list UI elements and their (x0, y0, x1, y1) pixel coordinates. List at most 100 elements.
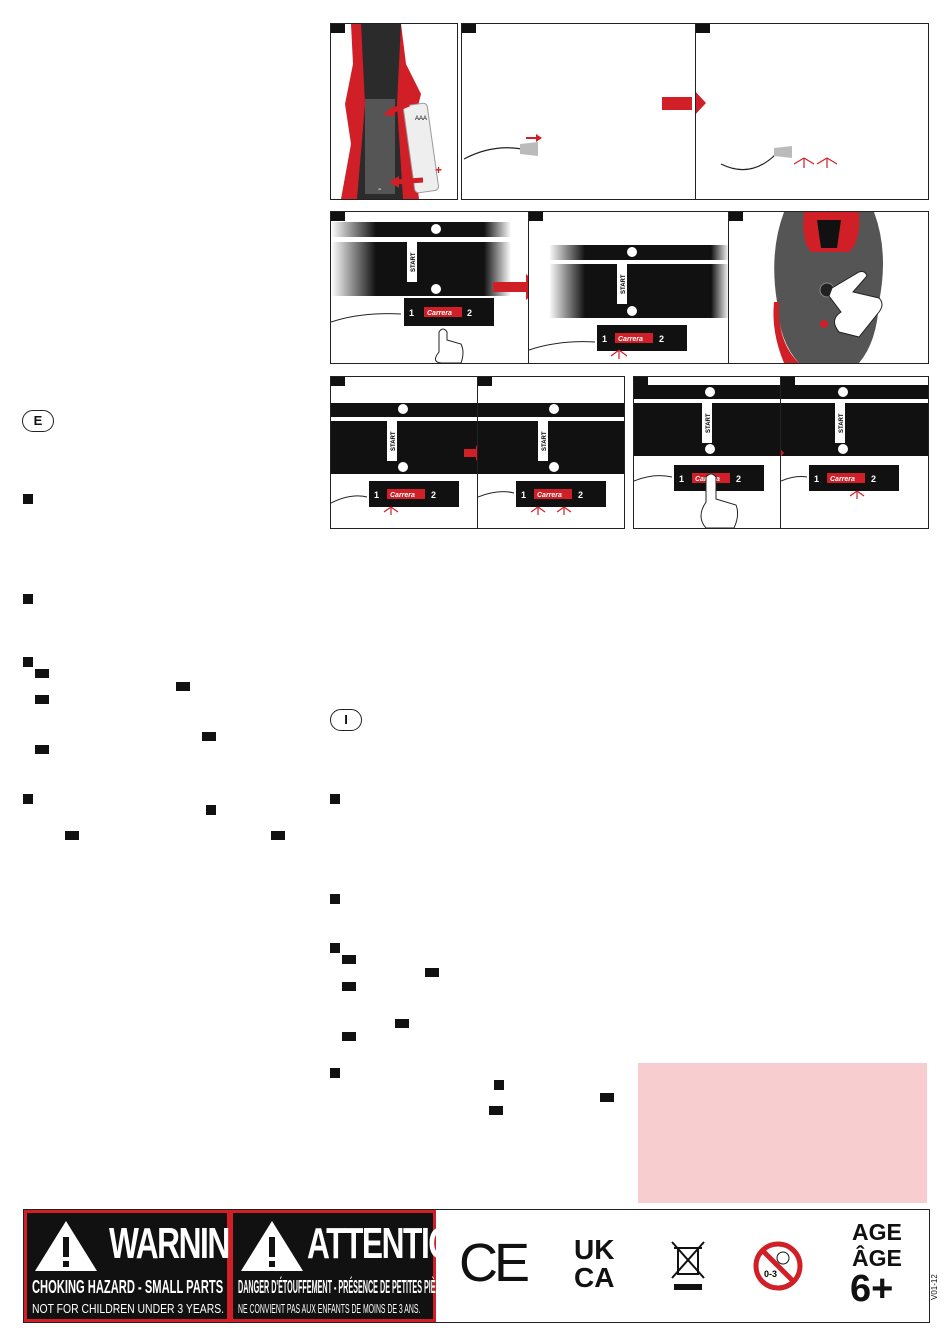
arrow-right-icon (781, 449, 784, 457)
brand-logo: Carrera (427, 310, 452, 317)
lane-one-label: 1 (679, 474, 684, 484)
led-glow-icon (610, 349, 628, 359)
figure-number-tag (331, 377, 345, 386)
section-bullet (330, 943, 340, 953)
figure-lane-two-press: START Carrera 1 2 (633, 376, 782, 529)
start-label: START (621, 274, 627, 294)
track-lap-counter-illustration: START Carrera 1 2 (529, 245, 728, 359)
handset-battery-illustration: AAA + - (341, 24, 442, 199)
lane-one-label: 1 (374, 490, 379, 500)
lane-two-label: 2 (578, 490, 583, 500)
led-glow-icon (383, 506, 399, 515)
section-bullet (23, 594, 33, 604)
figure-number-tag (634, 377, 648, 386)
lane-one-label: 1 (814, 474, 819, 484)
inline-figure-ref (494, 1080, 504, 1090)
lane-two-label: 2 (659, 334, 664, 344)
no-children-0-3-icon: 0-3 (753, 1241, 803, 1291)
attention-line-2: NE CONVIENT PAS AUX ENFANTS DE MOINS DE … (238, 1301, 421, 1316)
inline-figure-ref (395, 1019, 409, 1028)
inline-figure-ref (35, 695, 49, 704)
inline-figure-ref (425, 968, 439, 977)
led-glow-icon (793, 157, 838, 168)
track-lap-counter-illustration: START Carrera 1 2 (634, 385, 781, 528)
warning-triangle-icon (35, 1221, 97, 1271)
ce-mark: CE (459, 1233, 530, 1293)
figure-number-tag (729, 212, 743, 221)
cable-plug-illustration (463, 97, 692, 160)
age-value: 6+ (850, 1268, 894, 1310)
warning-triangle-icon (241, 1221, 303, 1271)
figure-cable-plug (461, 23, 696, 200)
inline-figure-ref (202, 732, 216, 741)
inline-figure-ref (489, 1106, 503, 1115)
inline-figure-ref (35, 745, 49, 754)
figure-number-tag (331, 24, 345, 33)
language-badge-italian: I (330, 709, 362, 731)
figure-lap-counter-lit: START Carrera 1 2 (528, 211, 729, 364)
warning-line-1: CHOKING HAZARD - SMALL PARTS (32, 1277, 224, 1297)
arrow-right-icon (662, 97, 692, 110)
figure-handset-button (728, 211, 929, 364)
age-label-french: ÂGE (852, 1245, 902, 1271)
highlight-box (638, 1063, 927, 1203)
finger-press-icon (700, 473, 739, 528)
brand-logo: Carrera (390, 492, 415, 499)
section-bullet (23, 657, 33, 667)
inline-figure-ref (271, 831, 285, 840)
section-bullet (23, 794, 33, 804)
brand-logo: Carrera (618, 336, 643, 343)
handset-button-illustration (773, 212, 883, 363)
start-label: START (542, 431, 548, 451)
figure-battery-insert: AAA + - (330, 23, 458, 200)
age-restriction-label: 0-3 (764, 1269, 777, 1279)
figure-number-tag (331, 212, 345, 221)
safety-footer: WARNING: CHOKING HAZARD - SMALL PARTS NO… (23, 1209, 930, 1323)
section-bullet (330, 894, 340, 904)
figure-number-tag (696, 24, 710, 33)
section-bullet (330, 794, 340, 804)
plus-sign: + (435, 163, 442, 177)
track-lap-counter-illustration: START Carrera 1 2 (781, 385, 928, 499)
arrow-right-icon (493, 274, 529, 300)
minus-sign: - (378, 184, 381, 195)
start-label: START (391, 431, 397, 451)
start-label: START (839, 413, 845, 433)
inline-figure-ref (600, 1093, 614, 1102)
inline-figure-ref (342, 1032, 356, 1041)
document-version: V01-12 (930, 1274, 939, 1300)
finger-press-icon (828, 271, 883, 338)
figure-lane-two-lit: START Carrera 1 2 (780, 376, 929, 529)
lane-one-label: 1 (521, 490, 526, 500)
figure-cable-plugged (695, 23, 929, 200)
track-lap-counter-illustration: START Carrera 1 2 (331, 403, 478, 515)
arrow-right-icon (464, 445, 478, 461)
lane-one-label: 1 (602, 334, 607, 344)
inline-figure-ref (35, 669, 49, 678)
brand-logo: Carrera (537, 492, 562, 499)
figure-number-tag (529, 212, 543, 221)
inline-figure-ref (342, 982, 356, 991)
cable-plugged-illustration (696, 92, 838, 171)
warning-line-2: NOT FOR CHILDREN UNDER 3 YEARS. (32, 1301, 225, 1316)
figure-number-tag (478, 377, 492, 386)
ukca-mark-top: UK (574, 1234, 615, 1265)
figure-lane-one-off: START Carrera 1 2 (330, 376, 479, 529)
warning-box-english: WARNING: CHOKING HAZARD - SMALL PARTS NO… (24, 1210, 263, 1322)
finger-press-icon (435, 328, 464, 363)
track-lap-counter-illustration: START Carrera 1 2 (331, 222, 529, 363)
inline-figure-ref (342, 955, 356, 964)
brand-logo: Carrera (830, 476, 855, 483)
figure-lane-both-lit: START Carrera 1 2 (477, 376, 625, 529)
lane-two-label: 2 (871, 474, 876, 484)
track-lap-counter-illustration: START Carrera 1 2 (478, 403, 624, 515)
start-label: START (706, 413, 712, 433)
inline-figure-ref (176, 682, 190, 691)
ukca-mark-bottom: CA (574, 1262, 615, 1293)
figure-number-tag (462, 24, 476, 33)
lane-two-label: 2 (467, 308, 472, 318)
section-bullet (23, 494, 33, 504)
lane-one-label: 1 (409, 308, 414, 318)
figure-number-tag (781, 377, 795, 386)
attention-title: ATTENTION: (307, 1219, 484, 1268)
